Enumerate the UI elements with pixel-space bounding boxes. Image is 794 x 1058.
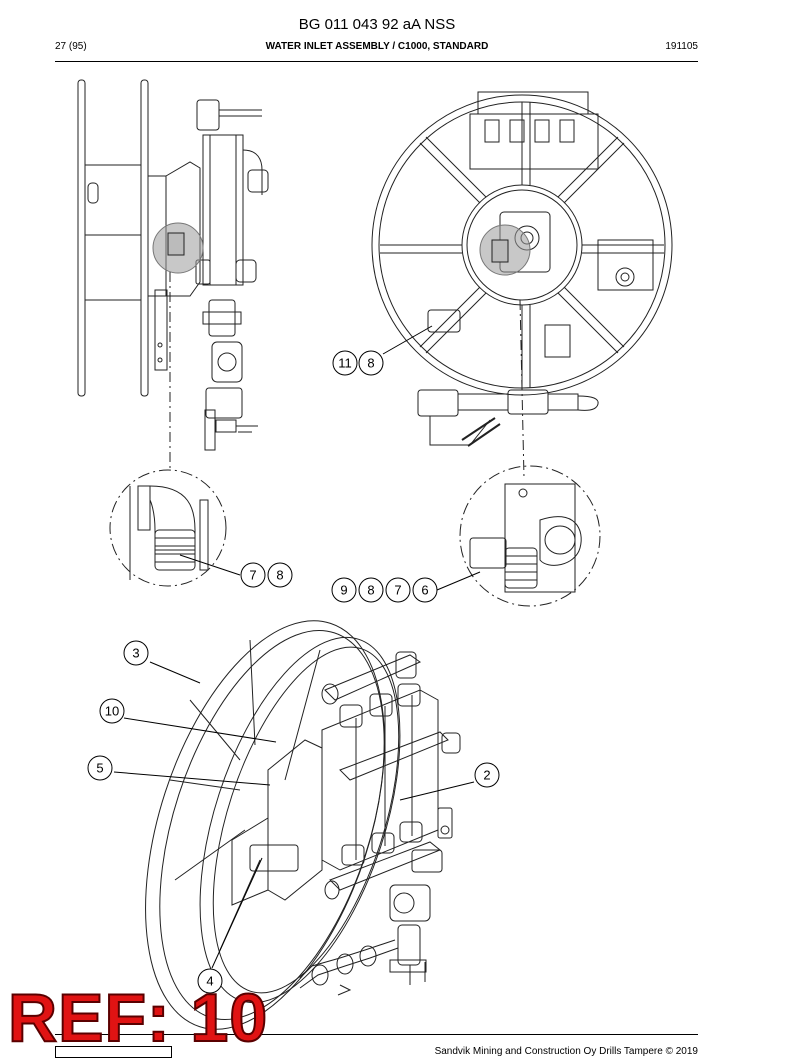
callout-label-5: 5 [96, 761, 103, 776]
page-number: 27 (95) [55, 41, 87, 52]
callout-label-7b: 7 [394, 583, 401, 598]
callout-7a [240, 562, 266, 588]
callout-8b [267, 562, 293, 588]
callout-label-8a: 8 [367, 356, 374, 371]
detail-right [436, 465, 601, 607]
callout-7b [385, 577, 411, 603]
side-view [77, 79, 269, 470]
callout-9 [331, 577, 357, 603]
callout-label-8c: 8 [367, 583, 374, 598]
callout-11 [332, 350, 358, 376]
document-id: BG 011 043 92 aA NSS [298, 16, 456, 33]
callout-10 [99, 698, 125, 724]
sheet-title: WATER INLET ASSEMBLY / C1000, STANDARD [265, 41, 489, 52]
detail-left [109, 469, 241, 587]
callout-label-10: 10 [105, 704, 119, 719]
callout-leaders [113, 325, 475, 969]
iso-view [145, 620, 461, 1030]
front-view [371, 91, 673, 479]
header-rule [55, 61, 698, 62]
callout-6 [412, 577, 438, 603]
callout-8a [358, 350, 384, 376]
callout-label-7a: 7 [249, 568, 256, 583]
footer-copyright: Sandvik Mining and Construction Oy Drill… [434, 1046, 698, 1057]
callout-4 [197, 968, 223, 994]
callout-2 [474, 762, 500, 788]
callout-label-11: 11 [338, 356, 352, 371]
ref-stamp: REF: 10 [7, 980, 269, 1056]
callout-label-3: 3 [132, 646, 139, 661]
callout-label-8b: 8 [276, 568, 283, 583]
callout-3 [123, 640, 149, 666]
callout-label-6: 6 [421, 583, 428, 598]
callout-label-4: 4 [206, 974, 213, 989]
document-date: 191105 [665, 41, 698, 52]
callout-8c [358, 577, 384, 603]
callout-label-9: 9 [340, 583, 347, 598]
callout-label-2: 2 [483, 768, 490, 783]
footer-rule [55, 1034, 698, 1035]
callout-5 [87, 755, 113, 781]
